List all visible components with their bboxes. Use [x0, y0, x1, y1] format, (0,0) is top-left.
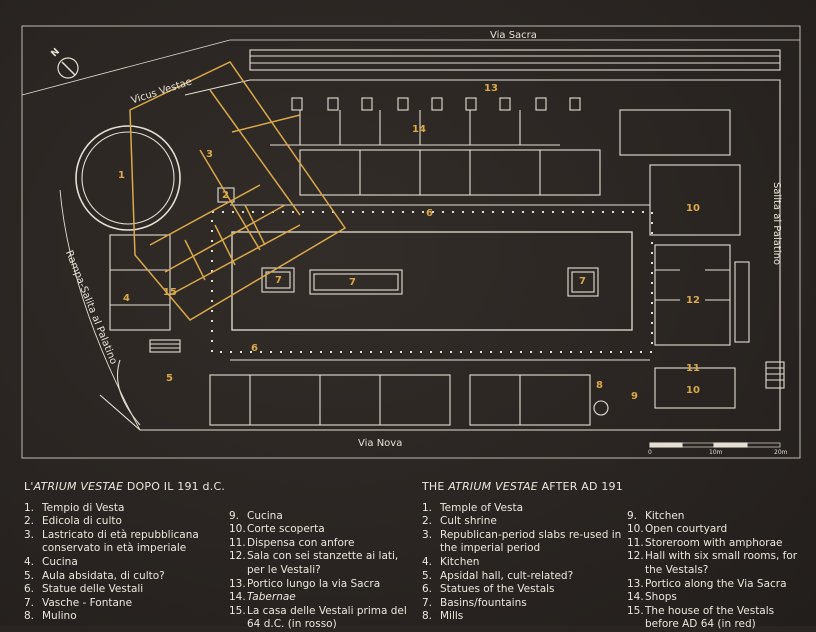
legend-item: 9.Kitchen	[627, 509, 685, 522]
legend-item: 11.Dispensa con anfore	[229, 536, 355, 549]
courtyard-10-lower	[654, 367, 736, 409]
legend-item: 2.Edicola di culto	[24, 515, 122, 528]
room-number-7-right: 7	[579, 276, 586, 287]
legend-item: 13.Portico lungo la via Sacra	[229, 577, 381, 590]
legend-item: 15.La casa delle Vestali prima del 64 d.…	[229, 604, 407, 631]
legend-item: 3.Lastricato di età repubblicana conserv…	[24, 528, 199, 555]
legend-italian-col2: 9.Cucina 10.Corte scoperta 11.Dispensa c…	[229, 510, 409, 632]
room-number-10-lower: 10	[686, 385, 700, 396]
street-via-nova: Via Nova	[358, 438, 403, 449]
legend-item: 10.Corte scoperta	[229, 523, 325, 536]
legend-item: 5.Aula absidata, di culto?	[24, 569, 165, 582]
legend-item: 9.Cucina	[229, 509, 283, 522]
legend-item: 12.Sala con sei stanzette ai lati, per l…	[229, 550, 399, 576]
legend-english: THE ATRIUM VESTAE AFTER AD 191 1.Temple …	[422, 480, 812, 632]
legend-item: 6.Statues of the Vestals	[422, 583, 555, 596]
room-number-14: 14	[412, 124, 426, 135]
legend-item: 2.Cult shrine	[422, 515, 497, 528]
portico-via-sacra	[249, 49, 781, 71]
legend-item: 11.Storeroom with amphorae	[627, 536, 783, 549]
legend-item: 8.Mulino	[24, 610, 77, 623]
legend-item: 3.Republican-period slabs re-used in the…	[422, 528, 622, 555]
street-salita-al-palatino: Salita al Palatino	[771, 181, 783, 266]
legend-english-col1: 1.Temple of Vesta 2.Cult shrine 3.Republ…	[422, 502, 627, 632]
legend-italian: L'ATRIUM VESTAE DOPO IL 191 d.C. 1.Tempi…	[24, 480, 414, 632]
room-number-1: 1	[118, 170, 125, 181]
scale-label-mid: 10m	[709, 449, 723, 456]
mill	[593, 400, 609, 416]
cult-shrine	[217, 187, 235, 203]
legend-item: 5.Apsidal hall, cult-related?	[422, 569, 574, 582]
vicus-vestae-edge	[21, 39, 800, 96]
room-number-11: 11	[686, 363, 700, 374]
legend-item: 4.Kitchen	[422, 555, 480, 568]
temple-of-vesta	[75, 125, 181, 231]
room-number-10-upper: 10	[686, 203, 700, 214]
legend-item: 4.Cucina	[24, 555, 78, 568]
legend-item: 13.Portico along the Via Sacra	[627, 577, 787, 590]
basin-center	[309, 269, 403, 295]
scale-label-end: 20m	[774, 449, 788, 456]
legend-item: 7.Vasche - Fontane	[24, 596, 133, 609]
legend-italian-col1: 1.Tempio di Vesta 2.Edicola di culto 3.L…	[24, 502, 229, 632]
room-number-6-lower: 6	[251, 343, 258, 354]
colonnade	[211, 211, 653, 353]
rampa-edge	[59, 189, 141, 431]
room-number-12: 12	[686, 295, 700, 306]
legend-item: 10.Open courtyard	[627, 523, 728, 536]
outer-wall	[99, 79, 781, 431]
room-number-8: 8	[596, 380, 603, 391]
legend-english-col2: 9.Kitchen 10.Open courtyard 11.Storeroom…	[627, 510, 802, 632]
basin-right	[567, 267, 599, 297]
tabernae-piers	[291, 97, 581, 111]
room-number-2: 2	[222, 190, 229, 201]
legend-item: 1.Temple of Vesta	[422, 501, 524, 514]
north-arrow-circle	[57, 57, 79, 79]
room-number-5: 5	[166, 373, 173, 384]
room-number-13: 13	[484, 83, 498, 94]
legend-item: 6.Statue delle Vestali	[24, 583, 144, 596]
legend-english-title: THE ATRIUM VESTAE AFTER AD 191	[422, 480, 623, 493]
legend-item: 1.Tempio di Vesta	[24, 501, 125, 514]
room-number-15: 15	[163, 287, 177, 298]
room-number-6-upper: 6	[426, 208, 433, 219]
legend-item: 8.Mills	[422, 610, 464, 623]
legend-item: 7.Basins/fountains	[422, 596, 527, 609]
room-number-7-left: 7	[275, 275, 282, 286]
legend-item: 15.The house of the Vestals before AD 64…	[627, 604, 775, 631]
scale-label-zero: 0	[648, 449, 652, 456]
pre-64-house-of-vestals	[129, 61, 347, 321]
plan-frame	[21, 25, 801, 459]
street-via-sacra: Via Sacra	[490, 30, 537, 41]
room-number-9: 9	[631, 391, 638, 402]
peristyle-courtyard	[231, 231, 633, 331]
legend-item: 14.Shops	[627, 591, 677, 604]
legend-italian-title: L'ATRIUM VESTAE DOPO IL 191 d.C.	[24, 480, 226, 493]
hall-12	[654, 244, 731, 346]
legend-item: 12.Hall with six small rooms, for the Ve…	[627, 550, 798, 576]
room-number-7-center: 7	[349, 277, 356, 288]
room-number-3: 3	[206, 149, 213, 160]
legend-item: 14.Tabernae	[229, 591, 296, 604]
room-number-4: 4	[123, 293, 130, 304]
site-plan	[21, 25, 801, 459]
